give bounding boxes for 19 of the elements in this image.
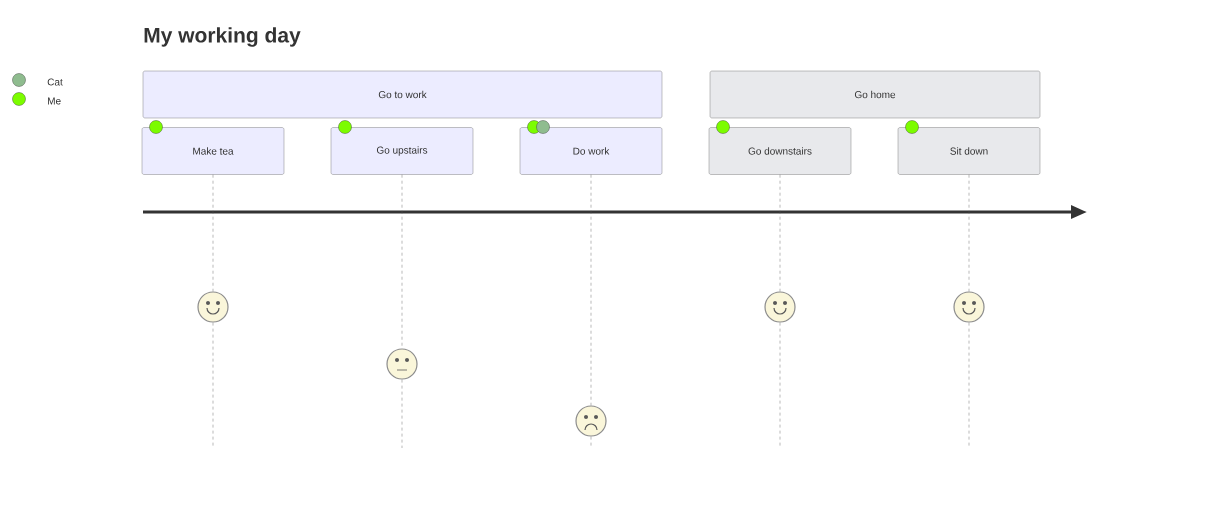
task-box: Go upstairs [330,127,474,175]
dashed-line [212,174,214,292]
face-icon [197,291,229,323]
section-box: Go home [709,70,1041,119]
dashed-line [968,174,970,292]
title: My working day [144,27,301,47]
legend-label: Cat [47,78,63,86]
face-icon [386,348,418,380]
task-box: Make tea [141,127,285,175]
task-box: Do work [519,127,663,175]
task-box: Sit down [897,127,1041,175]
face-icon [764,291,796,323]
legend-label: Me [48,97,61,105]
dashed-line [779,174,781,292]
section-box: Go to work [142,70,663,119]
face-icon [953,291,985,323]
face-icon [575,405,607,437]
task-box: Go downstairs [708,127,852,175]
dashed-line [590,174,592,406]
